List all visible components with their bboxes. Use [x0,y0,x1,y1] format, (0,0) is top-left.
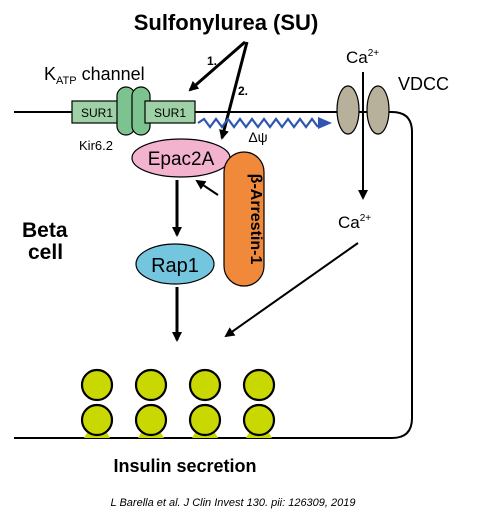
cell-membrane [14,111,413,439]
granule [134,368,168,402]
su-arrow-1 [188,40,246,92]
arrestin-to-epac-arrow [195,179,219,196]
sur1-right-box [144,100,196,124]
membrane-potential-wave [197,117,319,129]
granule [242,403,276,437]
step-2-label: 2. [238,84,248,98]
granule [134,403,168,437]
kir62-label: Kir6.2 [79,138,113,153]
insulin-secretion-label: Insulin secretion [113,456,256,476]
beta-arrestin-label: β-Arrestin-1 [247,174,264,265]
granule-row-top [80,368,276,402]
granule [80,403,114,437]
vdcc-label: VDCC [398,74,449,94]
rap1-label: Rap1 [151,255,199,277]
granule [188,403,222,437]
granule-row-docked [80,403,276,438]
wave-arrowhead [318,117,332,129]
katp-label: KATP channel [44,64,145,87]
title: Sulfonylurea (SU) [134,10,319,35]
sur1-left-label: SUR1 [81,106,113,120]
citation: L Barella et al. J Clin Invest 130. pii:… [110,497,355,509]
granule [242,368,276,402]
insulin-granules [80,368,276,438]
ca-to-secretion-arrow [224,242,359,338]
sur1-right-label: SUR1 [154,106,186,120]
rap1-node [135,243,215,285]
delta-psi-label: Δψ [248,129,267,145]
ca-top-label: Ca2+ [346,48,379,67]
granule [80,368,114,402]
ca-mid-label: Ca2+ [338,213,371,232]
epac2a-label: Epac2A [148,149,215,170]
granule [188,368,222,402]
beta-arrestin-node [223,151,265,287]
step-1-label: 1. [207,54,217,68]
vdcc-subunit-right [366,85,390,135]
vdcc-subunit-left [336,85,360,135]
